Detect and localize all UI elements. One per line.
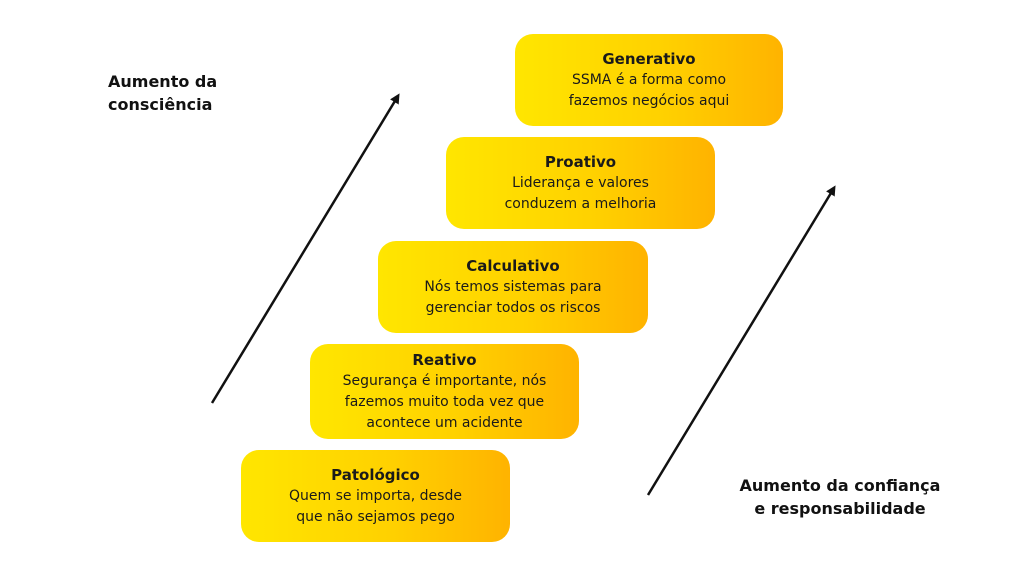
stage-title: Patológico [331,466,420,484]
stage-title: Reativo [412,351,477,369]
stage-calculativo: Calculativo Nós temos sistemas para gere… [378,241,648,333]
stage-patologico: Patológico Quem se importa, desde que nã… [241,450,510,542]
stage-title: Calculativo [466,257,560,275]
stage-description: Quem se importa, desde que não sejamos p… [289,488,462,525]
right-up-right-arrow-icon [646,185,836,496]
stage-title: Generativo [602,50,696,68]
stage-description: SSMA é a forma como fazemos negócios aqu… [568,72,730,109]
awareness-increase-label: Aumento da consciência [108,72,218,114]
stage-description: Segurança é importante, nós fazemos muit… [342,373,547,431]
stage-generativo: Generativo SSMA é a forma como fazemos n… [515,34,783,126]
stage-title: Proativo [544,153,617,171]
stage-description: Nós temos sistemas para gerenciar todos … [424,279,602,316]
stage-description: Liderança e valores conduzem a melhoria [504,175,657,212]
confidence-increase-label: Aumento da confiança e responsabilidade [739,476,941,518]
stage-reativo: Reativo Segurança é importante, nós faze… [310,344,579,439]
stage-proativo: Proativo Liderança e valores conduzem a … [446,137,715,229]
